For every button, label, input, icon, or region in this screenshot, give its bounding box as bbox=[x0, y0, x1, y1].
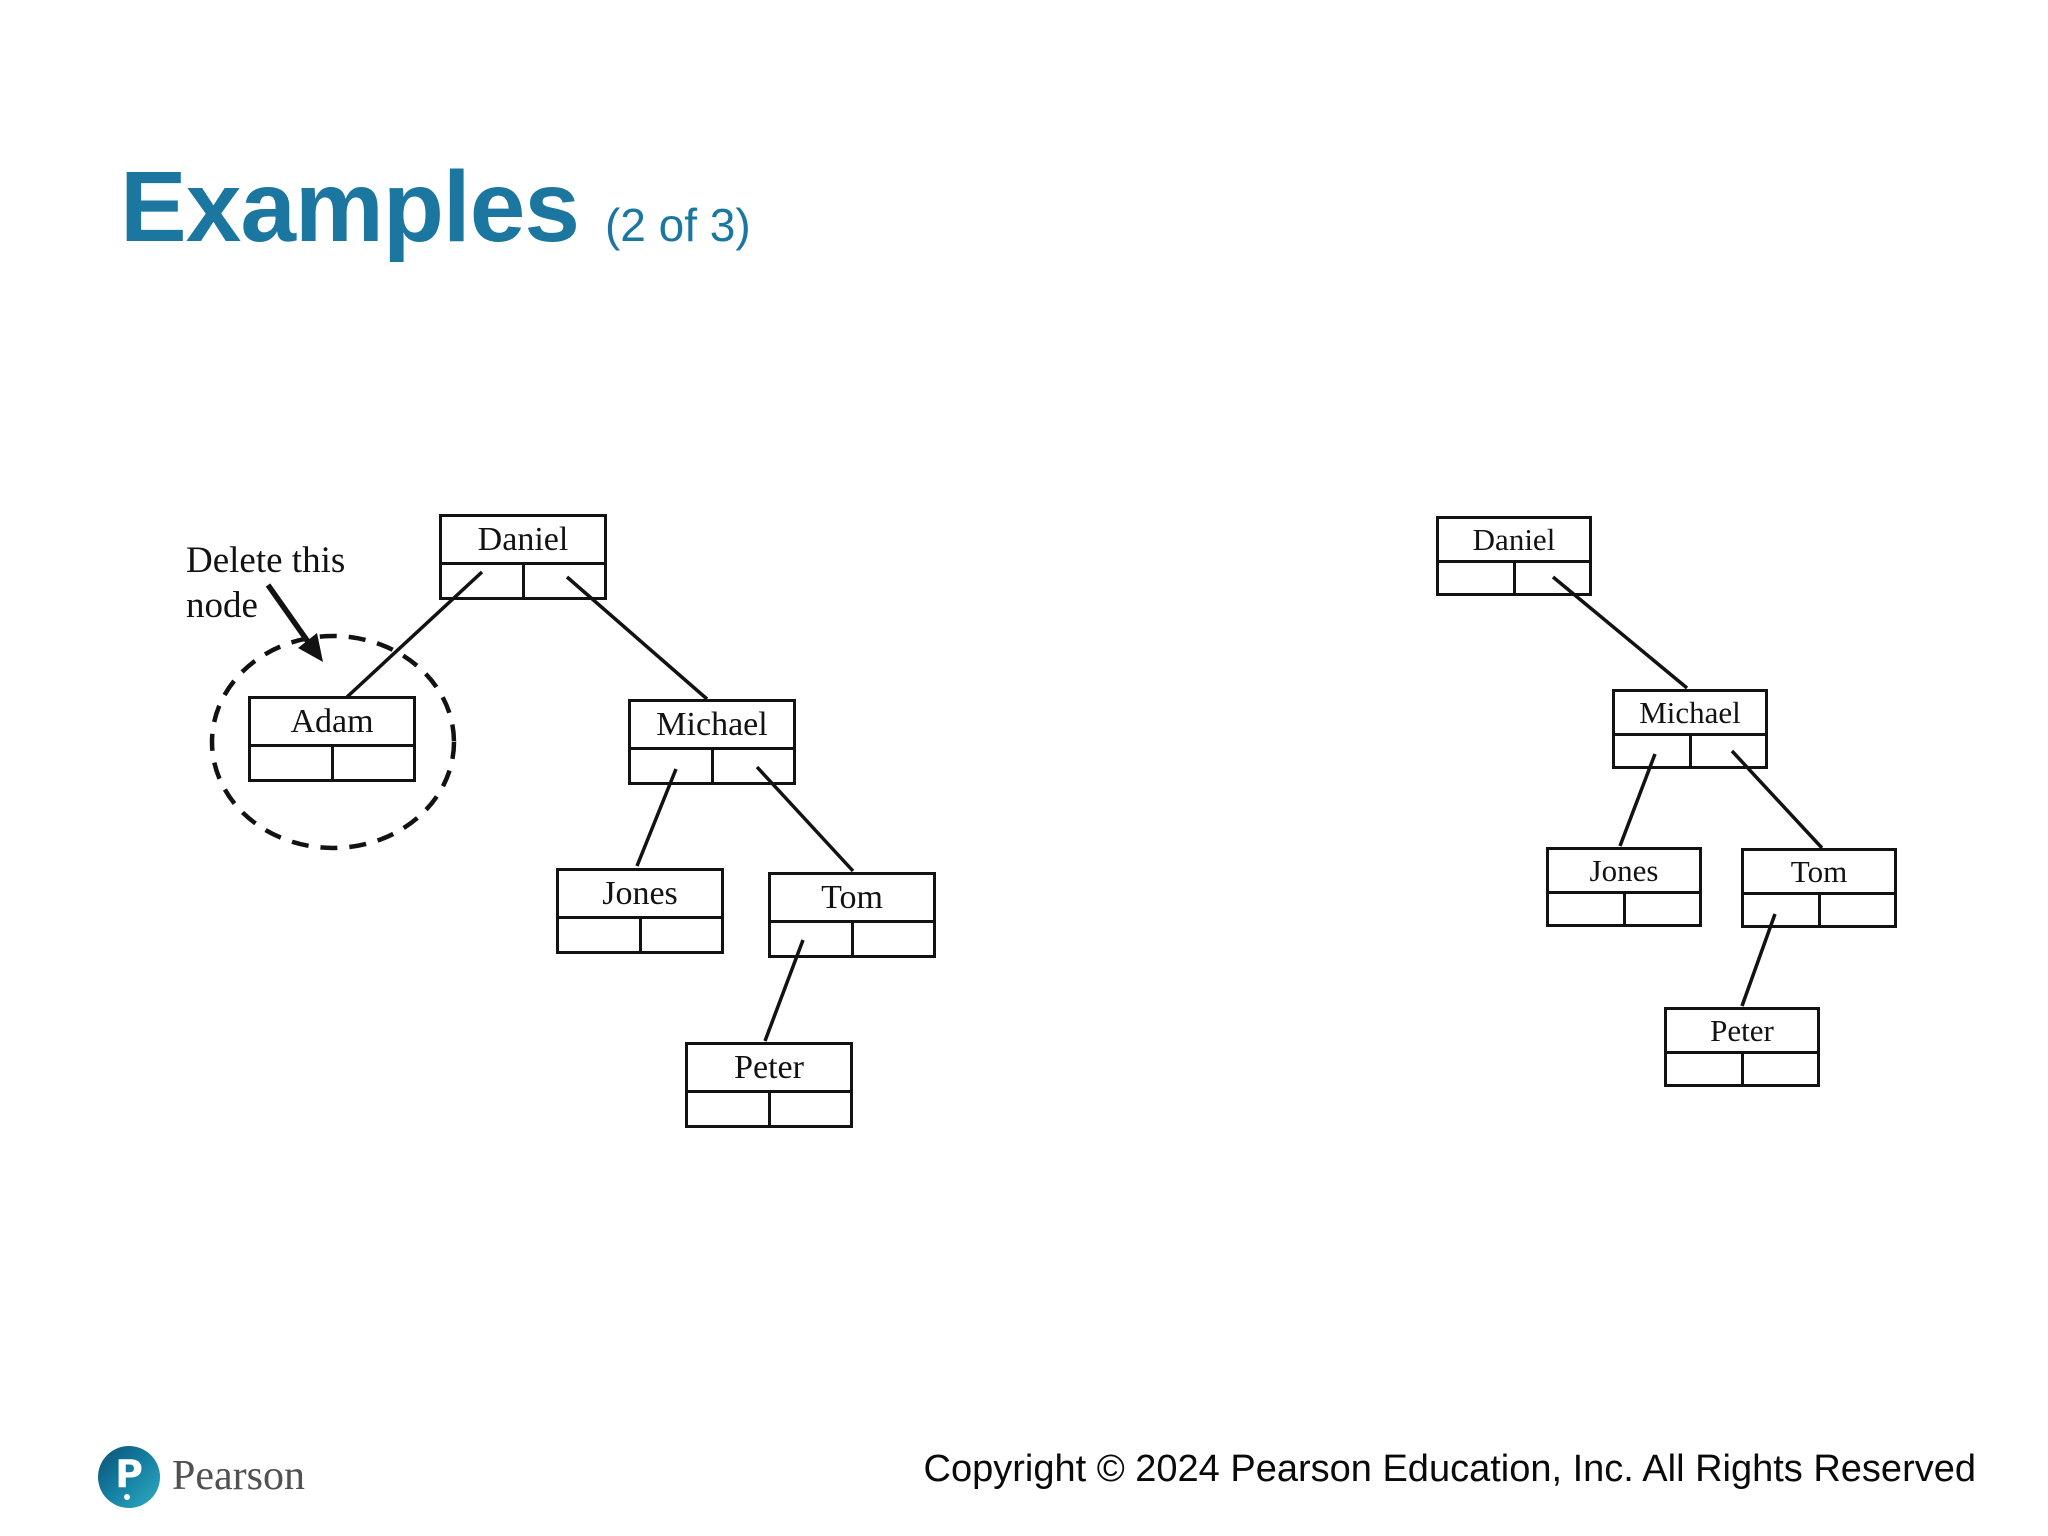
node-label: Daniel bbox=[1472, 521, 1556, 557]
left-pointer-cell bbox=[1744, 895, 1821, 925]
left-tree-node-jones: Jones bbox=[556, 868, 724, 954]
node-pointer-cells bbox=[631, 747, 793, 782]
pearson-logo-dot bbox=[124, 1494, 130, 1500]
node-pointer-cells bbox=[1549, 891, 1699, 924]
node-pointer-cells bbox=[442, 562, 604, 597]
node-label: Jones bbox=[602, 874, 678, 912]
left-tree-node-tom: Tom bbox=[768, 872, 936, 958]
node-pointer-cells bbox=[1667, 1051, 1817, 1084]
left-tree-node-peter: Peter bbox=[685, 1042, 853, 1128]
left-pointer-cell bbox=[442, 565, 525, 597]
right-pointer-cell bbox=[1744, 1054, 1818, 1084]
right-pointer-cell bbox=[525, 565, 605, 597]
node-pointer-cells bbox=[771, 920, 933, 955]
node-label: Jones bbox=[1589, 852, 1659, 888]
left-pointer-cell bbox=[631, 750, 714, 782]
right-pointer-cell bbox=[1821, 895, 1895, 925]
left-pointer-cell bbox=[1549, 894, 1626, 924]
node-label: Adam bbox=[290, 702, 374, 740]
page-title: Examples (2 of 3) bbox=[120, 150, 751, 265]
annotation-arrow-head-icon bbox=[298, 633, 323, 662]
copyright-text: Copyright © 2024 Pearson Education, Inc.… bbox=[923, 1448, 1976, 1490]
left-pointer-cell bbox=[1439, 563, 1516, 593]
annotation-line1: Delete this bbox=[186, 540, 346, 581]
annotation-line2: node bbox=[186, 585, 258, 626]
pearson-wordmark: Pearson bbox=[172, 1453, 305, 1499]
right-tree-node-tom: Tom bbox=[1741, 848, 1897, 928]
node-pointer-cells bbox=[1615, 733, 1765, 766]
left-tree-node-michael: Michael bbox=[628, 699, 796, 785]
left-tree-node-daniel: Daniel bbox=[439, 514, 607, 600]
title-text: Examples bbox=[120, 151, 580, 263]
pearson-logo-icon: P bbox=[98, 1446, 160, 1508]
node-pointer-cells bbox=[1744, 892, 1894, 925]
title-suffix: (2 of 3) bbox=[604, 199, 751, 251]
node-label: Michael bbox=[656, 705, 768, 743]
left-pointer-cell bbox=[251, 747, 334, 779]
node-label: Daniel bbox=[477, 520, 569, 558]
left-tree-node-adam: Adam bbox=[248, 696, 416, 782]
node-label: Peter bbox=[1710, 1012, 1774, 1048]
right-pointer-cell bbox=[771, 1093, 851, 1125]
node-label: Peter bbox=[734, 1048, 804, 1086]
right-tree-node-michael: Michael bbox=[1612, 689, 1768, 769]
node-pointer-cells bbox=[1439, 560, 1589, 593]
right-tree-node-daniel: Daniel bbox=[1436, 516, 1592, 596]
pearson-logo-letter: P bbox=[115, 1452, 143, 1496]
node-pointer-cells bbox=[688, 1090, 850, 1125]
left-pointer-cell bbox=[688, 1093, 771, 1125]
left-pointer-cell bbox=[1615, 736, 1692, 766]
right-pointer-cell bbox=[1626, 894, 1700, 924]
annotation-delete-note: Delete this node bbox=[186, 538, 345, 628]
node-pointer-cells bbox=[251, 744, 413, 779]
right-pointer-cell bbox=[1516, 563, 1590, 593]
left-pointer-cell bbox=[1667, 1054, 1744, 1084]
right-pointer-cell bbox=[714, 750, 794, 782]
node-label: Michael bbox=[1639, 694, 1741, 730]
right-pointer-cell bbox=[854, 923, 934, 955]
right-pointer-cell bbox=[334, 747, 414, 779]
node-pointer-cells bbox=[559, 916, 721, 951]
right-pointer-cell bbox=[1692, 736, 1766, 766]
node-label: Tom bbox=[1790, 853, 1848, 889]
left-pointer-cell bbox=[771, 923, 854, 955]
left-pointer-cell bbox=[559, 919, 642, 951]
right-tree-node-peter: Peter bbox=[1664, 1007, 1820, 1087]
right-tree-node-jones: Jones bbox=[1546, 847, 1702, 927]
node-label: Tom bbox=[821, 878, 883, 916]
right-pointer-cell bbox=[642, 919, 722, 951]
